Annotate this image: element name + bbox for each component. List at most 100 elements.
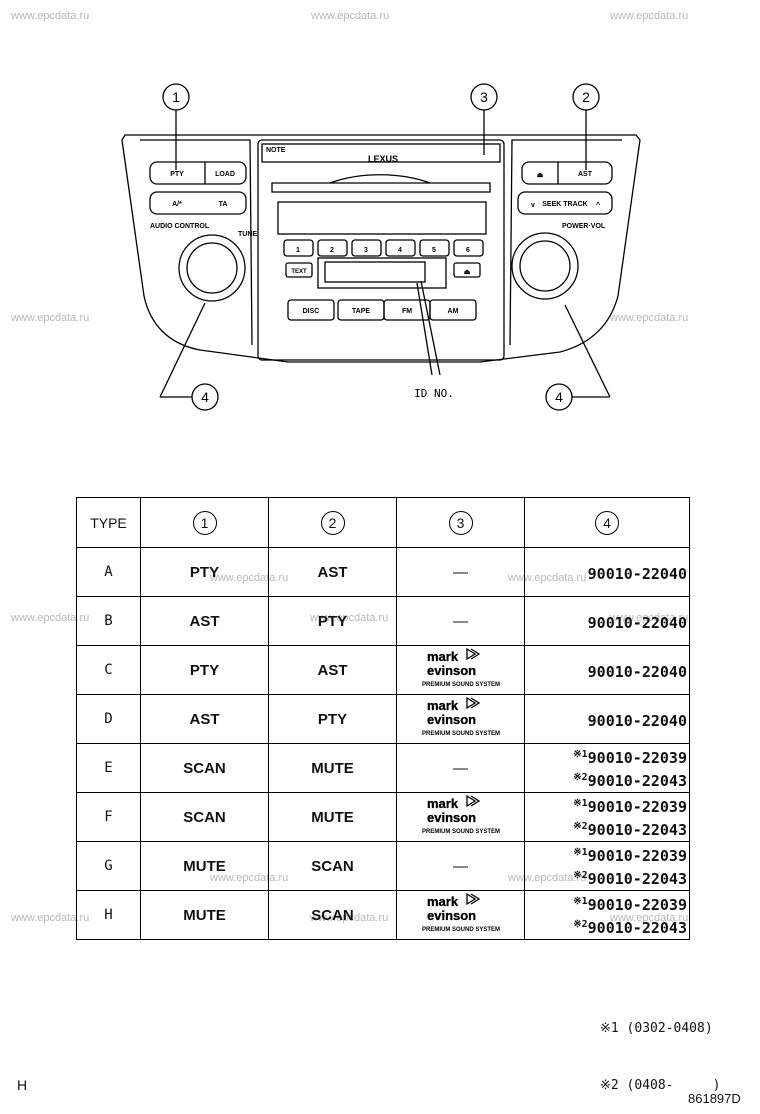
preset-1: 1 [296,247,300,254]
preset-3: 3 [364,247,368,254]
button-seek-track: SEEK TRACK [542,201,588,208]
cell-col-1: AST [140,596,269,646]
id-no-label: ID NO. [414,387,454,400]
part-number: ※190010-22039 [573,749,687,767]
callout-4-right: 4 [555,389,563,405]
label-tune: TUNE [238,231,257,238]
cell-part-number: 90010-22040 [524,645,690,695]
part-number: 90010-22040 [587,564,687,583]
header-type: TYPE [76,497,141,548]
part-number: 90010-22040 [587,711,687,730]
cell-col-2: AST [268,547,397,597]
button-a: A/* [172,201,182,208]
callout-4-left: 4 [201,389,209,405]
callout-3: 3 [480,89,488,105]
header-col-4: 4 [524,497,690,548]
watermark: www.epcdata.ru [11,312,90,324]
watermark: www.epcdata.ru [11,912,90,924]
footnote-1: ※1 (0302-0408) [600,1021,713,1036]
button-ta: TA [219,201,228,208]
part-number: ※190010-22039 [573,847,687,865]
seek-down-icon: v [531,202,535,209]
cell-type: H [76,890,141,940]
cell-type: D [76,694,141,744]
svg-text:PREMIUM SOUND SYSTEM: PREMIUM SOUND SYSTEM [421,829,499,835]
svg-text:mark: mark [427,796,459,811]
eject-icon: ⏏ [537,172,544,179]
svg-text:evinson: evinson [427,908,476,923]
cell-part-number: ※190010-22039 ※290010-22043 [524,841,690,891]
cell-col-1: MUTE [140,890,269,940]
cell-col-1: PTY [140,645,269,695]
preset-5: 5 [432,247,436,254]
watermark: www.epcdata.ru [11,612,90,624]
svg-text:PREMIUM SOUND SYSTEM: PREMIUM SOUND SYSTEM [421,682,499,688]
cell-type: B [76,596,141,646]
part-number: ※290010-22043 [573,919,687,937]
cell-col-1: PTY [140,547,269,597]
cell-col-3: — [396,596,525,646]
button-disc: DISC [303,308,320,315]
cell-col-1: SCAN [140,792,269,842]
dash-mark: — [453,612,468,630]
table-header-row: TYPE 1 2 3 4 [76,497,690,548]
cell-col-2: MUTE [268,792,397,842]
part-number: ※290010-22043 [573,821,687,839]
cell-col-2: PTY [268,596,397,646]
cell-type: G [76,841,141,891]
svg-text:evinson: evinson [427,810,476,825]
tape-eject-icon: ⏏ [464,269,471,276]
cell-type: A [76,547,141,597]
watermark: www.epcdata.ru [610,10,689,22]
cell-col-1: SCAN [140,743,269,793]
cell-part-number: 90010-22040 [524,596,690,646]
watermark: www.epcdata.ru [11,10,90,22]
button-fm: FM [402,308,412,315]
callout-2: 2 [582,89,590,105]
label-audio-control: AUDIO CONTROL [150,223,210,230]
label-power-vol: POWER·VOL [562,223,606,230]
cell-col-2: SCAN [268,841,397,891]
cell-col-3: — [396,743,525,793]
part-number: ※190010-22039 [573,896,687,914]
cell-part-number: ※190010-22039※290010-22043 [524,743,690,793]
preset-2: 2 [330,247,334,254]
button-tape: TAPE [352,308,370,315]
svg-text:mark: mark [427,894,459,909]
cell-part-number: ※190010-22039 ※290010-22043 [524,890,690,940]
cell-col-1: AST [140,694,269,744]
button-pty: PTY [170,171,184,178]
svg-text:evinson: evinson [427,663,476,678]
button-ast: AST [578,171,593,178]
panel-brand: LEXUS [368,154,398,164]
preset-4: 4 [398,247,402,254]
footer-figure-number: 861897D [688,1091,741,1106]
part-number: ※290010-22043 [573,870,687,888]
svg-text:PREMIUM SOUND SYSTEM: PREMIUM SOUND SYSTEM [421,927,499,933]
callout-1: 1 [172,89,180,105]
button-text: TEXT [291,269,307,275]
panel-note-tag: NOTE [266,147,286,154]
cell-col-1: MUTE [140,841,269,891]
cell-type: E [76,743,141,793]
svg-text:evinson: evinson [427,712,476,727]
cell-col-3: — [396,841,525,891]
dash-mark: — [453,563,468,581]
cell-col-3: — [396,547,525,597]
footnotes: ※1 (0302-0408) ※2 (0408- ) [600,981,720,1114]
header-col-2: 2 [268,497,397,548]
